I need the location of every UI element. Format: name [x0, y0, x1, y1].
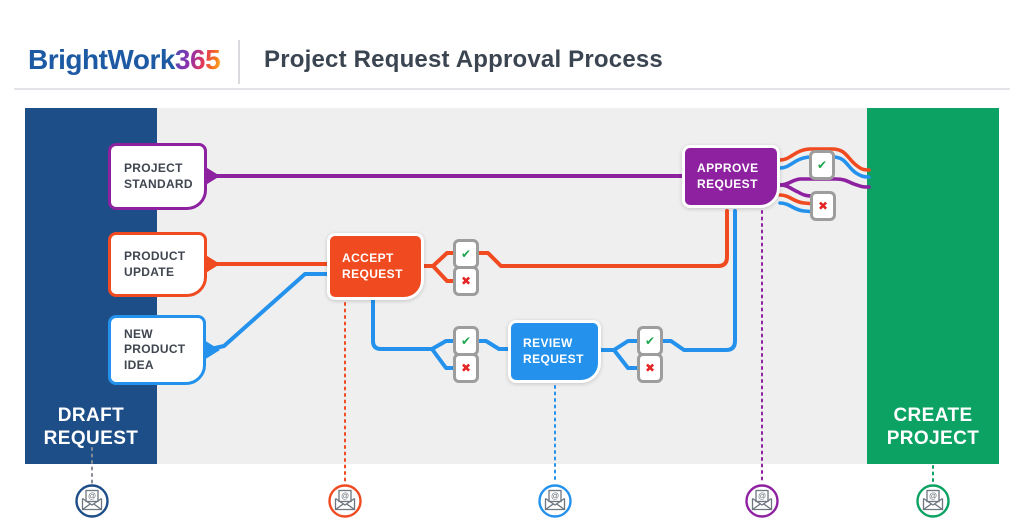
email-icon-accept: @ — [328, 484, 362, 518]
pointer-project-standard — [204, 166, 220, 186]
action-approve-request: APPROVE REQUEST — [682, 145, 780, 208]
email-icon-review: @ — [538, 484, 572, 518]
pointer-product-update — [204, 254, 220, 274]
wire-braid-blue-rejected — [778, 201, 818, 214]
header: BrightWork365 Project Request Approval P… — [0, 0, 1024, 90]
header-divider — [238, 40, 240, 84]
action-review-request: REVIEW REQUEST — [508, 320, 601, 383]
check-icon: ✔ — [637, 326, 663, 356]
wire-braid-orange-rejected — [778, 193, 817, 206]
pointer-new-product-idea — [204, 340, 220, 360]
wire-braid-orange-approved — [778, 147, 871, 172]
brand-number: 365 — [174, 44, 221, 75]
svg-text:@: @ — [341, 491, 349, 500]
request-type-label: PROJECT STANDARD — [124, 160, 193, 191]
check-icon: ✔ — [453, 239, 479, 269]
cross-icon: ✖ — [637, 353, 663, 383]
check-icon: ✔ — [453, 326, 479, 356]
action-accept-request: ACCEPT REQUEST — [327, 233, 424, 300]
svg-text:@: @ — [551, 491, 559, 500]
request-type-project-standard: PROJECT STANDARD — [108, 143, 207, 210]
email-icons: @ @ — [75, 484, 950, 518]
check-icon: ✔ — [809, 150, 835, 180]
svg-text:@: @ — [929, 491, 937, 500]
cross-icon: ✖ — [810, 191, 836, 221]
box-pointers — [204, 166, 220, 360]
stage-draft-label: DRAFT REQUEST — [43, 405, 139, 449]
stage-create-label: CREATE PROJECT — [886, 405, 980, 449]
wire-braid-purple-approved — [778, 177, 871, 189]
page-title: Project Request Approval Process — [264, 46, 663, 73]
header-rule — [14, 88, 1010, 90]
stage-create-project: CREATE PROJECT — [867, 108, 999, 464]
wire-blue-accept-review — [371, 297, 513, 370]
request-type-product-update: PRODUCT UPDATE — [108, 232, 207, 297]
action-label: ACCEPT REQUEST — [342, 250, 403, 281]
action-label: REVIEW REQUEST — [523, 335, 584, 366]
request-type-label: PRODUCT UPDATE — [124, 248, 186, 279]
brand-text: BrightWork — [28, 44, 175, 75]
cross-icon: ✖ — [453, 266, 479, 296]
svg-text:@: @ — [88, 491, 96, 500]
svg-text:@: @ — [758, 491, 766, 500]
wire-braid-purple-rejected — [778, 183, 815, 198]
wire-braid-blue-approved — [778, 155, 871, 179]
email-icon-draft: @ — [75, 484, 109, 518]
cross-icon: ✖ — [453, 353, 479, 383]
email-icon-create: @ — [916, 484, 950, 518]
brightwork365-logo: BrightWork365 — [28, 44, 221, 76]
request-type-label: NEW PRODUCT IDEA — [124, 326, 186, 372]
wire-blue-review-fork — [598, 209, 737, 370]
action-label: APPROVE REQUEST — [697, 160, 759, 191]
email-icon-approve: @ — [745, 484, 779, 518]
wire-blue-idea — [204, 272, 332, 352]
request-type-new-product-idea: NEW PRODUCT IDEA — [108, 315, 206, 385]
